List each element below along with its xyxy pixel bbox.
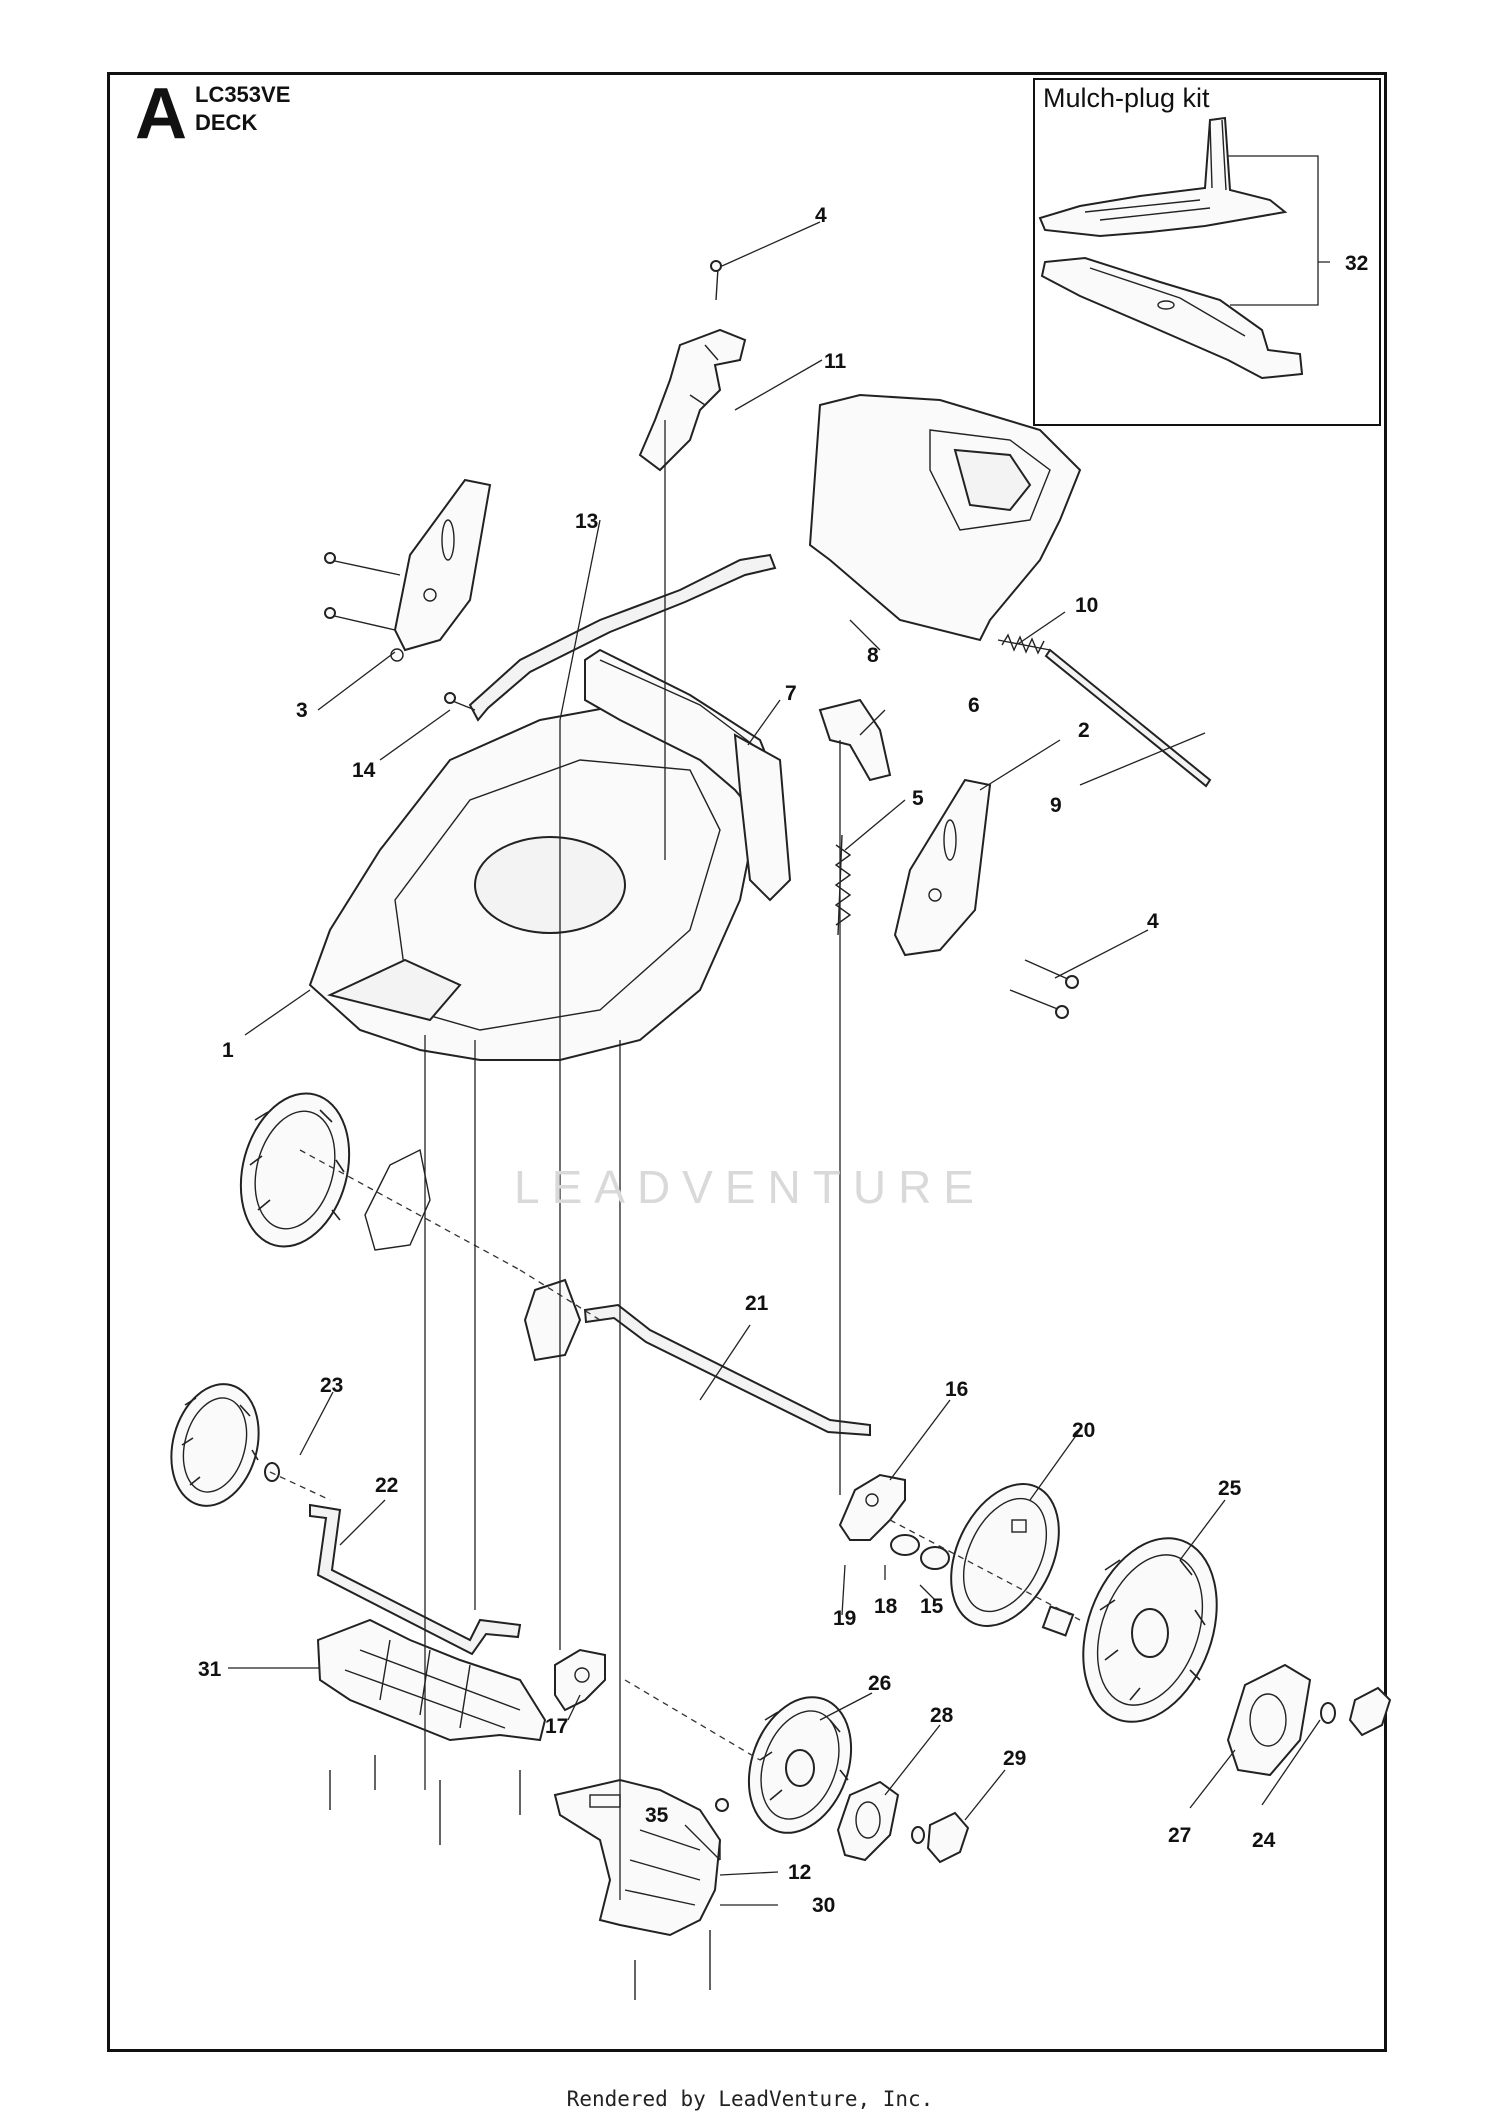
screws [324, 260, 1079, 2000]
callout-35: 35 [645, 1804, 669, 1827]
rear-wheel-25 [1082, 1537, 1218, 1723]
nut-cap-right [1348, 1686, 1392, 1737]
front-axle [583, 1303, 871, 1437]
callout-31: 31 [198, 1658, 222, 1681]
callout-19: 19 [833, 1607, 856, 1630]
callout-12: 12 [788, 1861, 811, 1884]
left-hinge-plate [523, 1278, 582, 1362]
spring-5 [834, 834, 852, 936]
front-cover-30 [553, 1778, 722, 1937]
left-front-wheel [170, 1383, 260, 1507]
drawing-frame [107, 72, 1387, 2052]
height-adjust-lever [638, 328, 747, 472]
rear-cover-31 [316, 1618, 547, 1742]
section-name: DECK [195, 110, 258, 135]
callout-13: 13 [575, 510, 598, 533]
mulch-plug-part [1038, 116, 1288, 238]
left-cover-disc [364, 1148, 431, 1251]
callout-15: 15 [920, 1595, 944, 1618]
front-wheel-26 [747, 1696, 853, 1834]
gear-18 [920, 1546, 950, 1570]
footer-credit: Rendered by LeadVenture, Inc. [566, 2087, 934, 2111]
washer-small [911, 1826, 925, 1844]
leader-lines [228, 221, 1321, 1906]
callout-28: 28 [930, 1704, 954, 1727]
rear-flap [808, 393, 1082, 642]
callout-14: 14 [352, 759, 376, 782]
callout-5: 5 [912, 787, 924, 810]
wheel-cap-27 [1226, 1663, 1312, 1777]
hinge-plate-16 [838, 1473, 906, 1541]
callout-11: 11 [824, 350, 847, 373]
deck-housing [308, 648, 792, 1061]
callout-17: 17 [545, 1715, 568, 1738]
callout-7: 7 [785, 682, 797, 705]
callout-20: 20 [1072, 1419, 1095, 1442]
clip-6 [818, 698, 892, 782]
handle-bracket-left [390, 478, 492, 662]
spring-10 [997, 633, 1051, 655]
left-rear-wheel [239, 1092, 351, 1248]
wheel-cover-20 [950, 1483, 1060, 1627]
callout-numbers: 4 11 13 3 14 7 6 8 10 2 9 5 4 1 32 21 16… [198, 204, 1368, 1917]
callout-6: 6 [968, 694, 980, 717]
handle-bracket-right [893, 778, 992, 957]
callout-25: 25 [1218, 1477, 1242, 1500]
rod-9 [1044, 648, 1212, 788]
callout-4-top: 4 [815, 204, 827, 227]
callout-29: 29 [1003, 1747, 1026, 1770]
callout-18: 18 [874, 1595, 898, 1618]
model-number: LC353VE [195, 82, 291, 107]
callout-21: 21 [745, 1292, 769, 1315]
callout-9: 9 [1050, 794, 1062, 817]
callout-27: 27 [1168, 1824, 1191, 1847]
inset-title: Mulch-plug kit [1043, 83, 1210, 113]
mulch-blade-part [1040, 256, 1304, 380]
mulch-plug-kit-inset [1033, 78, 1381, 426]
callout-10: 10 [1075, 594, 1098, 617]
callout-3: 3 [296, 699, 308, 722]
callout-4-right: 4 [1147, 910, 1159, 933]
callout-1: 1 [222, 1039, 234, 1062]
callout-30: 30 [812, 1894, 835, 1917]
callout-24: 24 [1252, 1829, 1276, 1852]
washer-23 [264, 1462, 280, 1482]
rear-axle [309, 1503, 522, 1656]
callout-8: 8 [867, 644, 879, 667]
washer-24 [1320, 1702, 1336, 1724]
hinge-plate-17 [554, 1648, 606, 1712]
callout-16: 16 [945, 1378, 968, 1401]
callout-23: 23 [320, 1374, 343, 1397]
wheel-cap-28 [836, 1780, 900, 1862]
bushing-19 [890, 1534, 920, 1556]
section-letter: A [135, 74, 187, 154]
gear-hub [1041, 1605, 1075, 1637]
callout-2: 2 [1078, 719, 1090, 742]
callout-32: 32 [1345, 252, 1368, 275]
link-rod [468, 553, 777, 722]
watermark: LEADVENTURE [514, 1161, 986, 1213]
callout-22: 22 [375, 1474, 398, 1497]
nut-cap-29 [926, 1811, 970, 1864]
callout-26: 26 [868, 1672, 891, 1695]
